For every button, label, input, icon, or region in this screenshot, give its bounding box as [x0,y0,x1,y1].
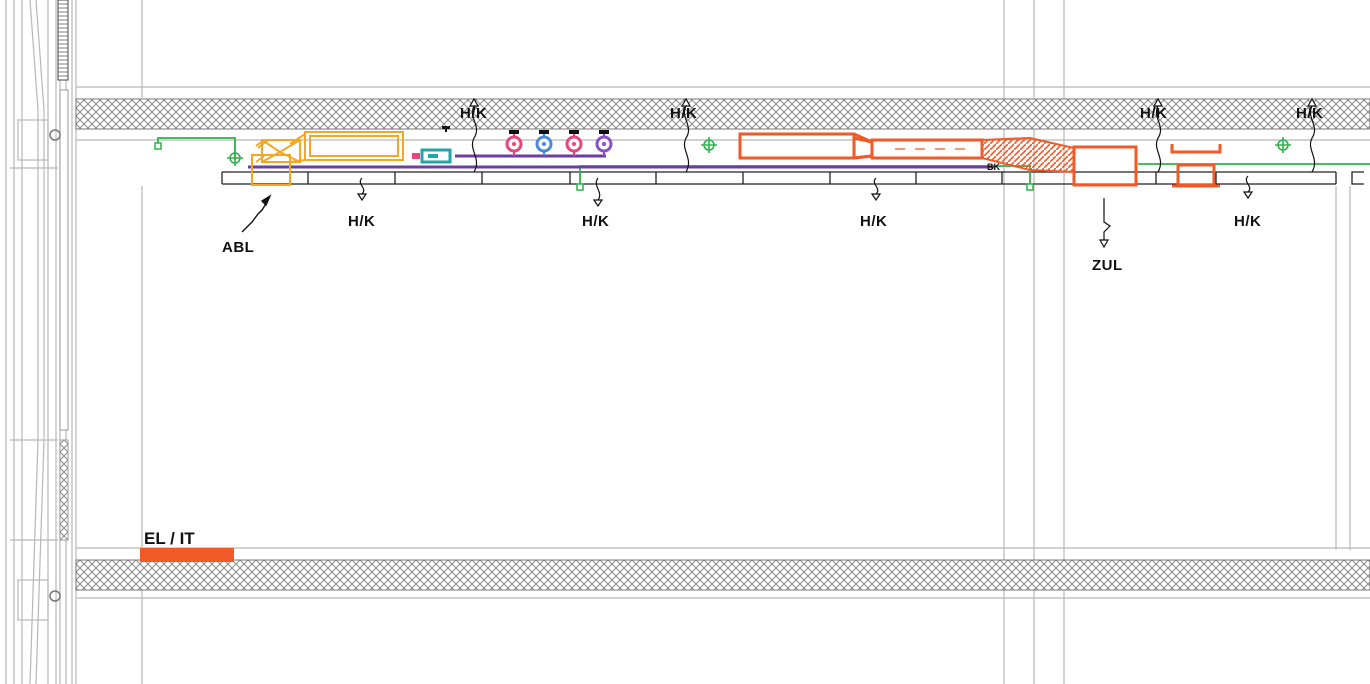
wavy-arrow-icon [356,177,368,202]
exhaust-air-arrow [241,194,272,233]
suspended-ceiling [221,171,1364,185]
el-it-label: EL / IT [144,529,195,548]
facade-mullion-circles [49,129,61,602]
supply-air-arrow [1098,198,1111,249]
facade-louvre-upper [57,0,69,81]
green-pipe-network [157,137,1370,186]
supply-air-transition [981,136,1075,174]
hk-label: H/K [1234,213,1261,230]
supply-air-duct [738,132,1138,187]
upper-floor-slab [75,98,1370,130]
facade-louvre-mid [59,89,69,541]
crosshair-icon [1275,137,1291,153]
hk-label: H/K [348,213,375,230]
lower-floor-slab [75,559,1370,591]
hk-label: H/K [860,213,887,230]
bk-label: BK [987,162,1000,172]
valve-icon [535,130,553,156]
zul-label: ZUL [1092,257,1123,274]
supply-diffuser [1170,144,1222,188]
el-it-cable-tray [140,548,234,562]
wavy-arrow-icon [1152,97,1164,173]
crosshair-icon [227,150,243,166]
crosshair-icon [701,137,717,153]
green-pipe-ends [154,142,1034,191]
wavy-arrow-icon [870,177,882,202]
hk-label: H/K [1296,105,1323,122]
hk-label: H/K [460,105,487,122]
wavy-arrow-icon [680,97,692,173]
wavy-arrow-icon [592,177,604,208]
hk-label: H/K [1140,105,1167,122]
hk-label: H/K [670,105,697,122]
wavy-arrow-icon [1306,97,1318,173]
valve-icon [505,130,523,156]
fan-coil-icon [251,131,404,186]
valve-icon [595,130,613,156]
abl-label: ABL [222,239,254,256]
hk-label: H/K [582,213,609,230]
valve-icon [565,130,583,156]
damper-icon [412,126,452,164]
wavy-arrow-icon [468,97,480,173]
wavy-arrow-icon [1242,175,1254,200]
